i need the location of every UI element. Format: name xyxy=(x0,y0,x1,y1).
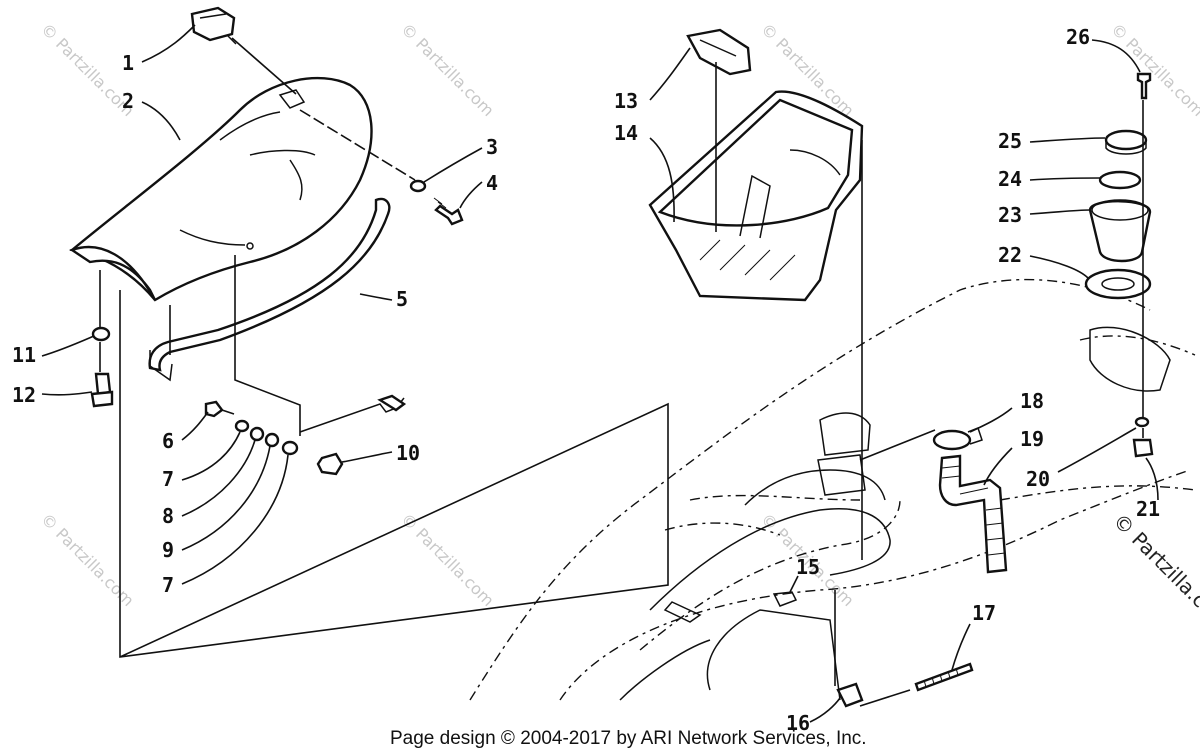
part-20-washer xyxy=(1134,416,1150,428)
part-17-spring xyxy=(914,662,974,692)
callout-1: 1 xyxy=(122,51,134,75)
part-4-screw xyxy=(433,197,464,226)
part-3-washer xyxy=(409,179,427,193)
part-1-latch xyxy=(190,6,237,45)
callout-26: 26 xyxy=(1066,25,1090,49)
part-6-bolt xyxy=(204,400,235,418)
part-7b-washer xyxy=(281,440,299,456)
callout-7b: 7 xyxy=(162,573,174,597)
watermark: © Partzilla.com xyxy=(1107,19,1200,120)
part-11-washer xyxy=(91,326,111,342)
callout-21: 21 xyxy=(1136,497,1160,521)
callout-16: 16 xyxy=(786,711,810,735)
callout-8: 8 xyxy=(162,504,174,528)
footer-credit: Page design © 2004-2017 by ARI Network S… xyxy=(390,728,867,749)
part-12-bolt xyxy=(90,372,114,408)
part-14-tray xyxy=(648,90,864,302)
callout-17: 17 xyxy=(972,601,996,625)
callout-4: 4 xyxy=(486,171,498,195)
part-13-latch xyxy=(686,28,752,76)
callout-9: 9 xyxy=(162,538,174,562)
console-frame xyxy=(619,326,1171,701)
part-2-seat xyxy=(69,76,373,302)
watermark-edge: © Partzilla.c xyxy=(1108,509,1200,613)
callout-18: 18 xyxy=(1020,389,1044,413)
callout-10: 10 xyxy=(396,441,420,465)
part-19-hose xyxy=(938,454,1008,574)
part-24-o-ring xyxy=(1098,170,1142,190)
part-5-trim xyxy=(148,197,391,382)
part-23-housing xyxy=(1088,199,1152,263)
watermark: © Partzilla.com xyxy=(37,509,138,610)
callout-25: 25 xyxy=(998,129,1022,153)
part-26-screw xyxy=(1136,72,1152,100)
callout-3: 3 xyxy=(486,135,498,159)
callout-19: 19 xyxy=(1020,427,1044,451)
part-25-cap xyxy=(1104,129,1148,155)
callout-13: 13 xyxy=(614,89,638,113)
assembly-lines xyxy=(99,37,1144,707)
callout-20: 20 xyxy=(1026,467,1050,491)
callout-24: 24 xyxy=(998,167,1022,191)
callout-5: 5 xyxy=(396,287,408,311)
part-21-nut xyxy=(1132,438,1154,458)
callout-6: 6 xyxy=(162,429,174,453)
part-7-washer xyxy=(234,419,250,433)
part-16-clip xyxy=(836,682,864,708)
callout-14: 14 xyxy=(614,121,638,145)
callout-numbers: 1 2 3 4 5 6 7 8 9 7 10 11 12 13 14 15 16… xyxy=(12,25,1160,735)
seat-cable xyxy=(299,394,407,433)
watermark: © Partzilla.com xyxy=(397,509,498,610)
part-18-clamp xyxy=(932,427,983,451)
callout-11: 11 xyxy=(12,343,36,367)
callout-2: 2 xyxy=(122,89,134,113)
callout-23: 23 xyxy=(998,203,1022,227)
callout-leaders xyxy=(41,24,1159,723)
callout-22: 22 xyxy=(998,243,1022,267)
callout-12: 12 xyxy=(12,383,36,407)
part-22-gasket xyxy=(1084,268,1152,300)
chassis-outline xyxy=(469,278,1196,701)
watermark: © Partzilla.com xyxy=(397,19,498,120)
part-15-bracket xyxy=(772,591,798,607)
callout-15: 15 xyxy=(796,555,820,579)
part-9-grommet xyxy=(264,432,280,448)
part-8-nut xyxy=(249,426,265,442)
callout-7: 7 xyxy=(162,467,174,491)
part-10-plug xyxy=(316,452,344,476)
